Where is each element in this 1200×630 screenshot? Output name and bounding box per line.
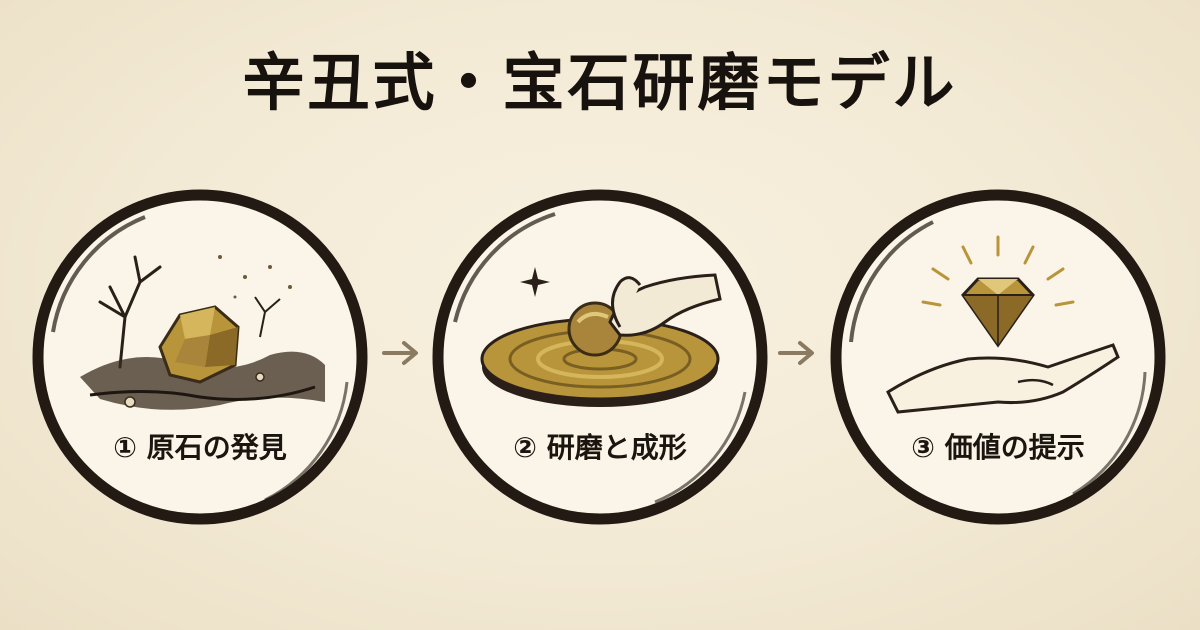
step-3-circle: ③ 価値の提示: [823, 182, 1173, 532]
arrow-right-icon: [778, 341, 814, 365]
step-label: ① 原石の発見: [113, 431, 287, 464]
raw-gemstone-icon: [80, 255, 325, 410]
step-label: ③ 価値の提示: [911, 431, 1085, 464]
diamond-in-hand-icon: [886, 235, 1120, 414]
step-1-circle: ① 原石の発見: [25, 182, 375, 532]
page-title: 辛丑式・宝石研磨モデル: [242, 46, 958, 119]
arrow-right-icon: [382, 341, 418, 365]
polishing-wheel-icon: [480, 267, 722, 407]
step-2-circle: ② 研磨と成形: [425, 182, 775, 532]
step-label: ② 研磨と成形: [513, 431, 687, 464]
